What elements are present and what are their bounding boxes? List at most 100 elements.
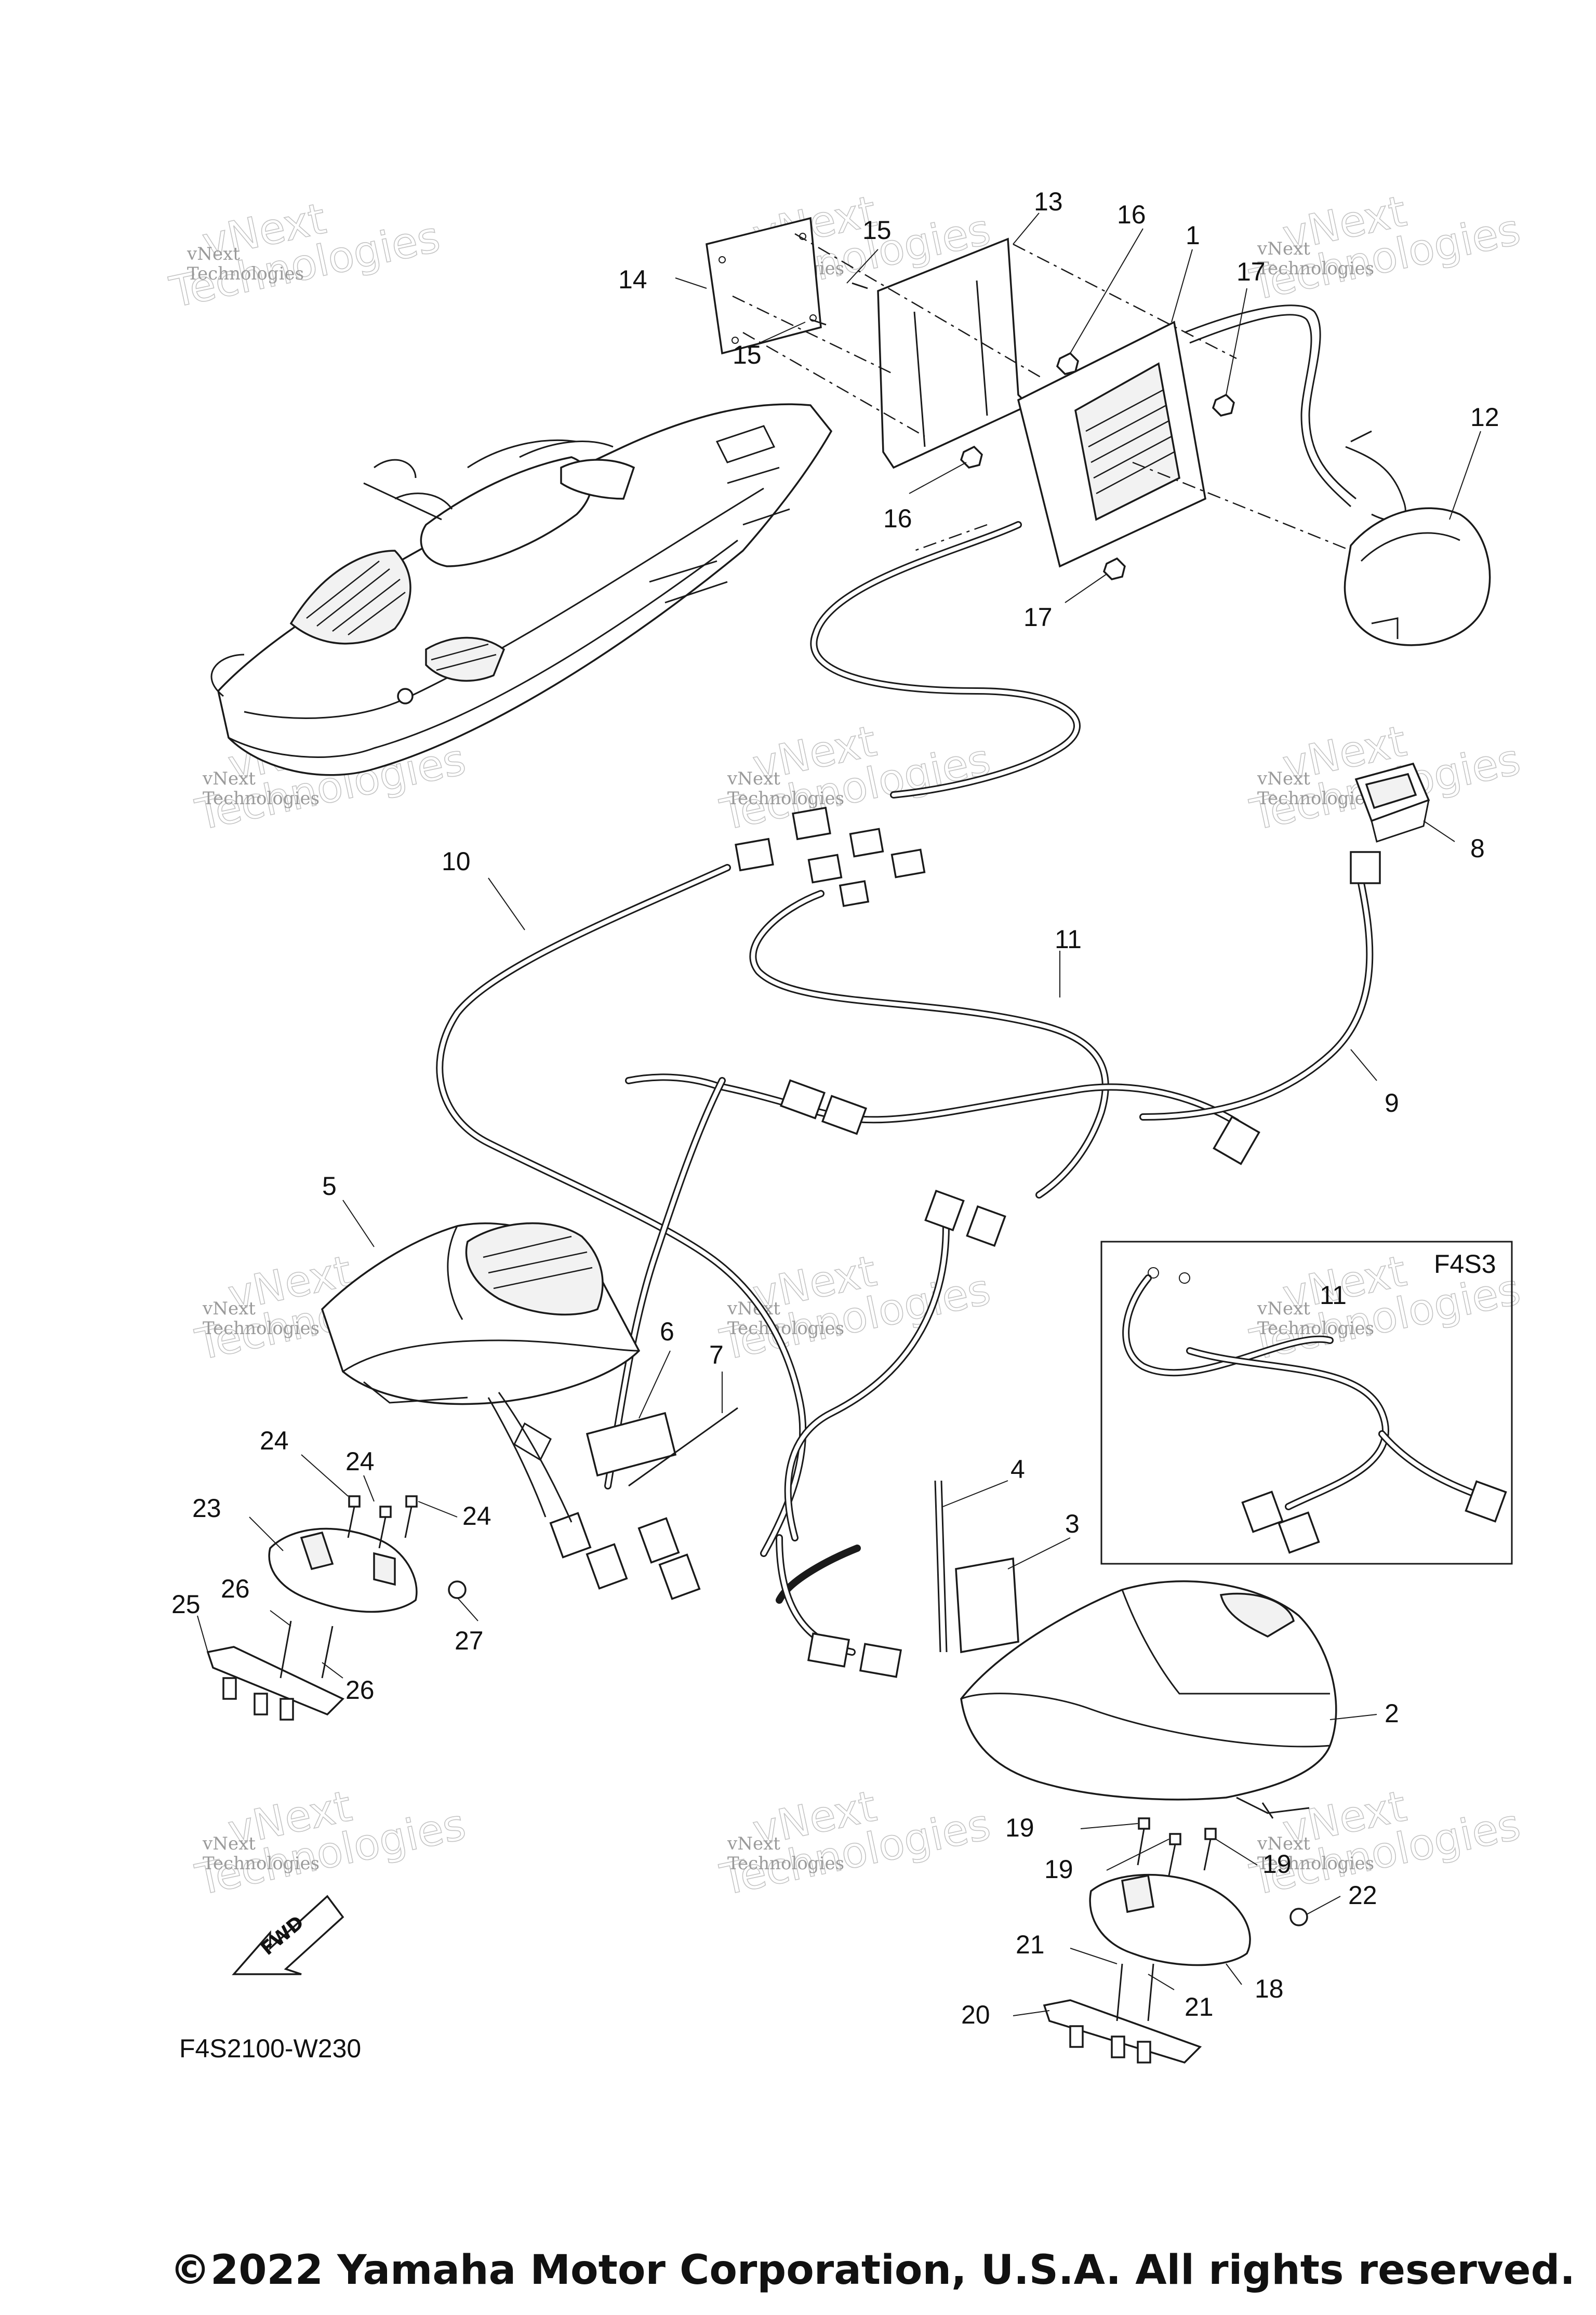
cover-12 [1344,507,1491,646]
connector [821,1095,868,1135]
meter-2 [934,1480,1337,1819]
watermark-1: vNext Technologies vNext Technologies [165,194,445,318]
connector [658,1553,701,1600]
callout-16-lower: 16 [883,504,912,533]
callout-22: 22 [1348,1881,1377,1910]
connector [890,848,926,879]
callout-3: 3 [1065,1509,1080,1538]
plate-14 [706,217,822,355]
watercraft-illustration [210,403,833,776]
callout-19-b: 19 [1044,1855,1073,1884]
connector [1465,1480,1507,1523]
nut-16-upper [1056,352,1079,375]
inset-panel: F4S3 [1100,1241,1513,1565]
callout-26-a: 26 [221,1574,250,1603]
callout-6: 6 [660,1317,674,1346]
connector [807,854,843,884]
connector [924,1189,965,1232]
inset-label: F4S3 [1434,1249,1496,1279]
callout-19-a: 19 [1005,1813,1034,1842]
callout-2: 2 [1385,1699,1399,1728]
callout-15-lower: 15 [733,340,762,369]
callout-5: 5 [322,1172,337,1201]
connector [1213,1115,1260,1165]
leader-lines [197,212,1481,2016]
svg-text:Technologies: Technologies [203,788,320,809]
callout-9: 9 [1385,1088,1399,1117]
bracket-13 [877,237,1031,469]
nut-17-lower [1102,557,1126,580]
connector [586,1543,628,1590]
callout-17-upper: 17 [1236,257,1266,286]
nut-16-lower [960,445,983,469]
connectors [549,806,1381,1678]
svg-text:Technologies: Technologies [1257,788,1374,809]
diagram-code: F4S2100-W230 [179,2034,361,2063]
callout-1: 1 [1186,221,1200,250]
svg-text:Technologies: Technologies [203,1318,320,1339]
nut-17-upper [1212,393,1235,417]
svg-text:vNext: vNext [1257,1833,1310,1854]
svg-text:Technologies: Technologies [727,1318,844,1339]
callout-17-lower: 17 [1023,603,1053,632]
bracket-assembly-left [206,1495,467,1721]
svg-text:vNext: vNext [1257,768,1310,789]
svg-text:Technologies: Technologies [1257,1853,1374,1874]
fwd-arrow: FWD [232,1895,344,1975]
callout-16-upper: 16 [1117,200,1146,229]
callout-23: 23 [192,1494,221,1523]
svg-text:Technologies: Technologies [187,263,304,284]
watermark-10: vNext Technologies vNext Technologies [191,1781,471,1906]
connector [839,880,870,907]
connector [807,1632,850,1668]
label-6 [586,1412,677,1477]
watermark-12: vNext Technologies vNext Technologies [1246,1781,1525,1906]
connector [1241,1491,1284,1533]
callout-25: 25 [171,1590,201,1619]
ecu-assembly [706,217,1491,646]
watermark-5: vNext Technologies vNext Technologies [716,716,995,841]
callout-10: 10 [442,847,471,876]
screw-22 [1289,1908,1308,1926]
band-4 [934,1480,948,1653]
svg-text:Technologies: Technologies [203,1853,320,1874]
callout-14: 14 [618,265,647,294]
callout-20: 20 [961,2000,990,2029]
callout-24-a: 24 [260,1426,289,1455]
svg-text:Technologies: Technologies [727,788,844,809]
connector [849,828,884,858]
sheet-3 [955,1557,1019,1654]
svg-text:vNext: vNext [202,1833,256,1854]
screw-27 [448,1580,467,1599]
callout-18: 18 [1255,1974,1284,2003]
connector [735,837,774,872]
connector [966,1205,1006,1247]
callout-13: 13 [1034,187,1063,216]
svg-text:Technologies: Technologies [727,1853,844,1874]
bracket-18 [1089,1873,1251,1966]
callout-7: 7 [709,1340,724,1369]
connector [549,1512,592,1559]
svg-text:vNext: vNext [727,768,780,789]
callout-21-a: 21 [1016,1930,1045,1959]
callout-11-inset: 11 [1320,1281,1347,1310]
connector [859,1643,902,1678]
connector [792,806,831,841]
connector [1278,1511,1320,1554]
callout-24-c: 24 [462,1501,491,1531]
svg-text:vNext: vNext [202,768,256,789]
connector [637,1517,680,1564]
callout-8: 8 [1470,834,1485,863]
plate-25 [206,1646,344,1716]
callout-4: 4 [1010,1455,1025,1484]
callout-24-b: 24 [345,1447,375,1476]
switch-8 [1354,762,1430,843]
watermark-11: vNext Technologies vNext Technologies [716,1781,995,1906]
callout-19-c: 19 [1262,1850,1292,1879]
callout-15-upper: 15 [862,216,892,245]
bracket-assembly-right [1043,1817,1308,2064]
connector [779,1079,826,1120]
callout-21-b: 21 [1185,1992,1214,2021]
callout-numbers: 1 13 16 17 12 14 15 15 16 17 8 10 11 9 5… [171,187,1499,2029]
